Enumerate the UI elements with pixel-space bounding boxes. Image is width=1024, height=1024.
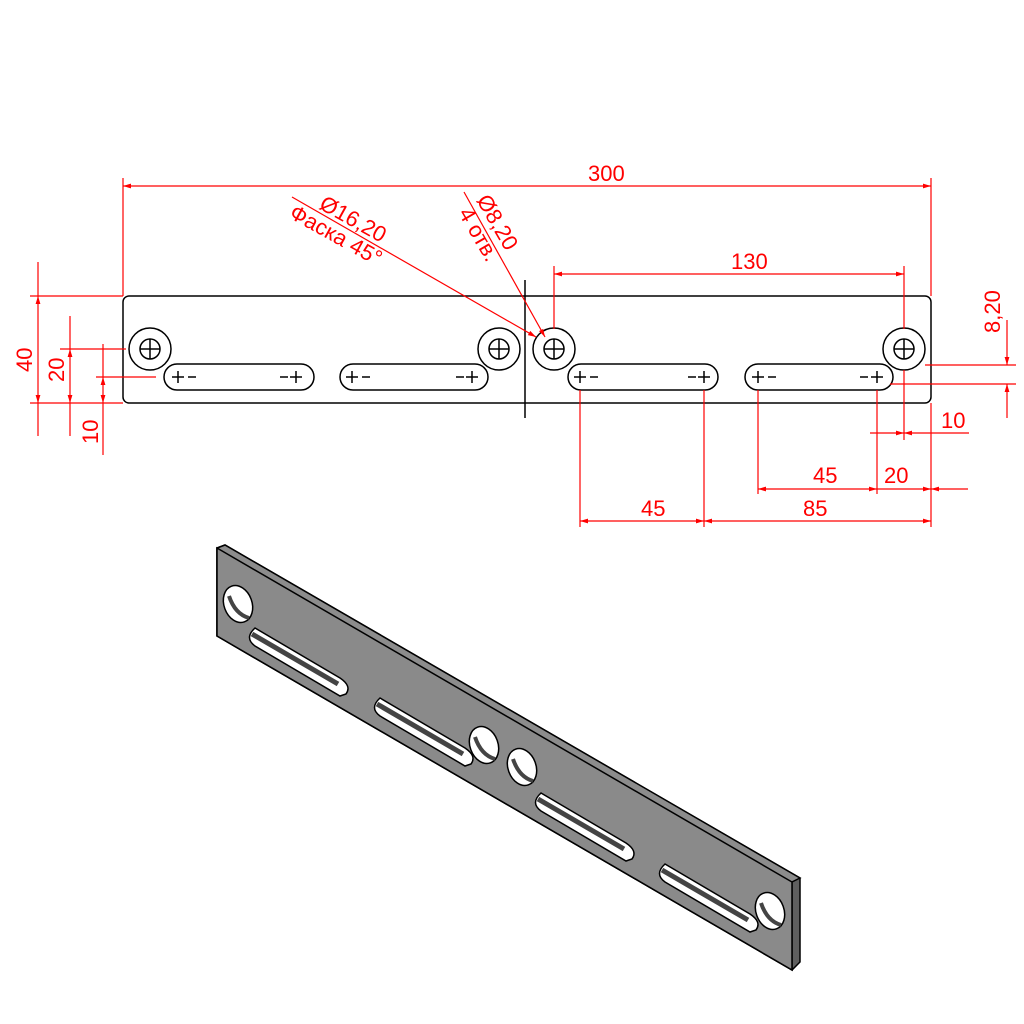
dim-45-right: 45	[813, 463, 837, 488]
slot-3	[567, 363, 719, 391]
plate-outline	[122, 295, 932, 404]
hole-center-right	[532, 327, 576, 371]
slot-1	[163, 363, 315, 391]
dim-45-left: 45	[641, 496, 665, 521]
dim-130: 130	[731, 249, 768, 274]
iso-hole-1	[222, 584, 254, 624]
iso-slot-3	[534, 792, 635, 862]
dim-85: 85	[803, 496, 827, 521]
leader-dia-16	[291, 196, 537, 338]
dim-20-right: 20	[884, 463, 908, 488]
hole-center-left	[477, 327, 521, 371]
hole-right	[882, 327, 926, 371]
leader-dia-8	[463, 191, 546, 338]
dimensions: 300 130 Ø16,20 Фаска 45° Ø8,20 4 отв. 8,…	[12, 161, 1016, 527]
dim-10-right: 10	[941, 408, 965, 433]
dim-20: 20	[44, 358, 69, 382]
iso-slot-2	[373, 697, 474, 767]
iso-hole-4	[754, 891, 786, 931]
hole-left	[128, 327, 172, 371]
slot-4	[744, 363, 894, 391]
iso-hole-2	[468, 725, 500, 765]
isometric-view	[216, 544, 802, 972]
iso-hole-3	[506, 747, 538, 787]
dim-10-left: 10	[78, 420, 103, 444]
dim-300: 300	[588, 161, 625, 186]
iso-slot-4	[658, 863, 759, 933]
dim-40: 40	[12, 348, 37, 372]
slot-2	[339, 363, 489, 391]
iso-slot-1	[248, 627, 349, 697]
dim-8-20: 8,20	[980, 290, 1005, 333]
front-view	[122, 280, 932, 418]
